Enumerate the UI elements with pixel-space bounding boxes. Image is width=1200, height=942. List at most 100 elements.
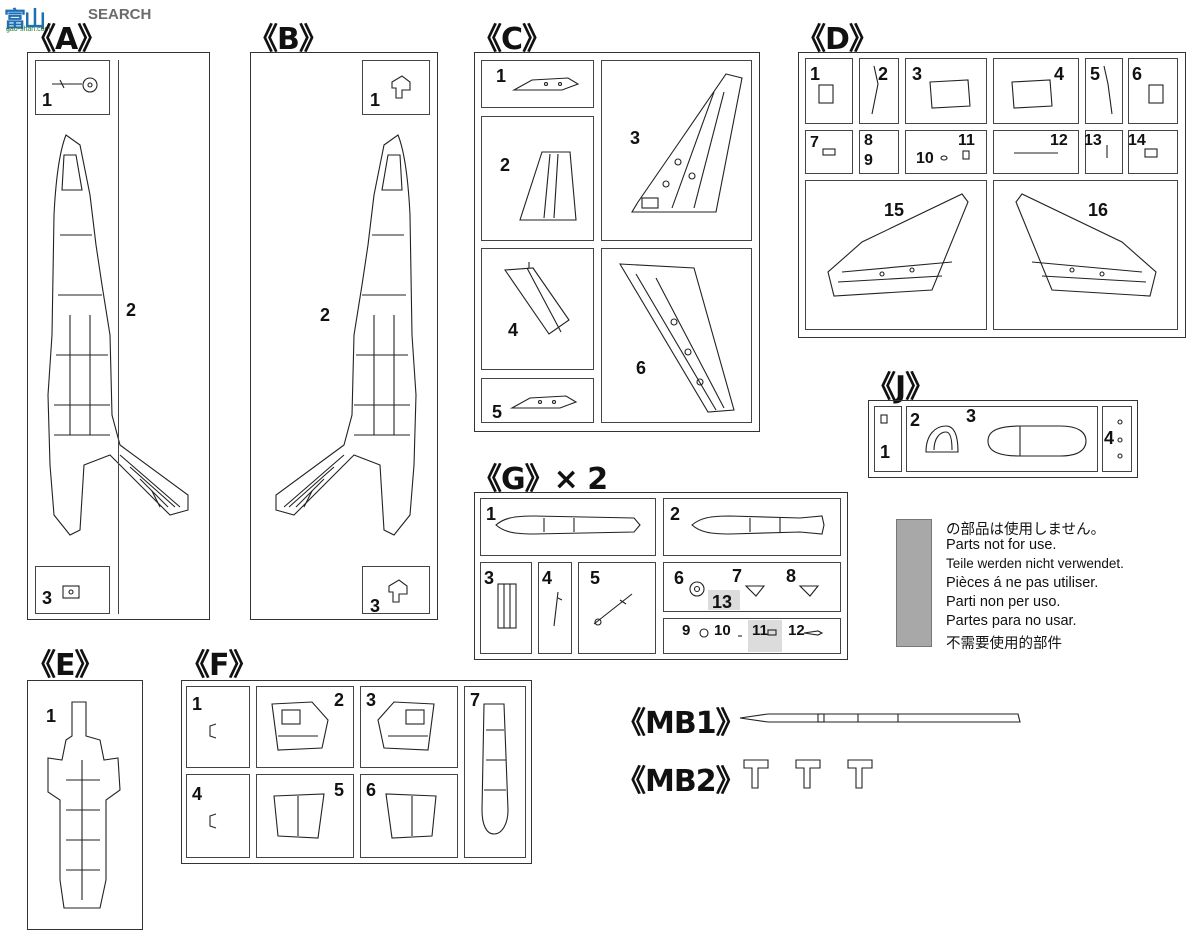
watermark-url: gao-shan.com <box>6 26 51 33</box>
sprue-c-cell-3 <box>601 60 752 241</box>
sprue-d-cell-4 <box>993 58 1079 124</box>
strut-part <box>871 65 879 115</box>
sprue-g-cell-2 <box>663 498 841 556</box>
sprue-f-part-3: 3 <box>366 690 377 710</box>
sprue-d-part-2: 2 <box>878 64 889 84</box>
sprue-g-part-1: 1 <box>486 504 497 524</box>
sprue-d-part-10: 10 <box>916 150 934 167</box>
not-for-use-swatch <box>896 519 932 647</box>
sprue-g-part-4: 4 <box>542 568 553 588</box>
sprue-g-part-2: 2 <box>670 504 681 524</box>
sprue-d-part-7: 7 <box>810 134 819 151</box>
sprue-d-cell-15 <box>805 180 987 330</box>
watermark-brand: SEARCH <box>88 6 152 23</box>
legend-line-zh: 不需要使用的部件 <box>946 636 1062 652</box>
sprue-c-part-1: 1 <box>496 66 507 86</box>
intake-part-3 <box>377 701 435 751</box>
pylon-part <box>497 583 517 629</box>
sprue-d-cell-16 <box>993 180 1178 330</box>
unused-part-13-shade <box>708 590 740 610</box>
sprue-g-part-10: 10 <box>714 622 731 639</box>
sprue-d-part-12: 12 <box>1050 132 1068 149</box>
wheel-part <box>689 581 705 597</box>
fairing-strip-part <box>511 77 580 91</box>
sprue-f-cell-5 <box>256 774 354 858</box>
sprue-d-part-11: 11 <box>958 132 975 149</box>
small-box-part-14 <box>1144 148 1158 158</box>
sprue-g-part-8: 8 <box>786 566 797 586</box>
bracket-part-1 <box>209 723 217 739</box>
sprue-d-part-14: 14 <box>1128 132 1146 149</box>
pin-part-13 <box>1106 145 1108 158</box>
sprue-c-cell-5 <box>481 378 594 423</box>
elevator-part <box>504 262 570 335</box>
sprue-f-label: 《F》 <box>180 648 258 683</box>
sprue-c-cell-6 <box>601 248 752 423</box>
panel-part-6 <box>385 793 437 839</box>
fin-panel-part <box>619 263 735 413</box>
sprue-e-label: 《E》 <box>26 648 104 683</box>
sprue-c-part-2: 2 <box>500 155 511 175</box>
vertical-fin-part <box>631 73 743 213</box>
sprue-d-part-16: 16 <box>1088 200 1109 220</box>
t-bracket-part-2 <box>795 759 821 789</box>
sprue-j-part-3: 3 <box>966 406 977 426</box>
sprue-j-cell-4 <box>1102 406 1132 472</box>
sprue-g-label: 《G》× 2 <box>472 462 608 497</box>
strut-part-5 <box>1103 65 1113 115</box>
sprue-d-cell-12 <box>993 130 1079 174</box>
small-plate-part-6 <box>1148 84 1164 104</box>
fuel-tank-half-part <box>495 515 641 535</box>
panel-part-5 <box>273 793 325 839</box>
sprue-d-part-4: 4 <box>1054 64 1065 84</box>
sprue-g-part-7: 7 <box>732 566 743 586</box>
sprue-d-part-8: 8 <box>864 132 873 149</box>
exhaust-part <box>481 703 509 835</box>
sprue-f-cell-7 <box>464 686 526 858</box>
sprue-f-frame <box>181 680 532 864</box>
fairing-strip-part-5 <box>509 395 578 409</box>
canopy-part <box>987 425 1087 457</box>
sprue-j-part-1: 1 <box>880 442 891 462</box>
sprue-a-part-2: 2 <box>126 300 137 320</box>
fin-part-7 <box>744 585 766 597</box>
missile-part <box>593 593 633 626</box>
watermark: 富山 SEARCH gao-shan.com <box>0 0 170 34</box>
sprue-d-part-9: 9 <box>864 152 873 169</box>
sprue-a-frame <box>27 52 210 620</box>
rod-part-12 <box>1014 152 1058 154</box>
legend-line-en: Parts not for use. <box>946 537 1057 553</box>
sprue-j-part-4: 4 <box>1104 428 1115 448</box>
rudder-part <box>519 151 577 221</box>
sprue-f-cell-4 <box>186 774 250 858</box>
sprue-g-cell-1 <box>480 498 656 556</box>
sprue-d-cell-7 <box>805 130 853 174</box>
sprue-d-frame <box>798 52 1186 338</box>
legend-line-it: Parti non per uso. <box>946 594 1061 610</box>
sprue-d-part-15: 15 <box>884 200 905 220</box>
sprue-b-part-2: 2 <box>320 305 331 325</box>
sprue-f-cell-2 <box>256 686 354 768</box>
cockpit-tub-part <box>47 701 121 909</box>
fuel-tank-half-part-2 <box>691 515 825 535</box>
sprue-j-label: 《J》 <box>866 370 935 405</box>
sprue-f-part-4: 4 <box>192 784 203 804</box>
sprue-g-part-11: 11 <box>752 622 768 639</box>
sprue-mb2-label: 《MB2》 <box>616 764 746 799</box>
sprue-d-part-5: 5 <box>1090 64 1101 84</box>
nose-gear-part <box>52 77 98 93</box>
sprue-f-cell-3 <box>360 686 458 768</box>
unused-part-11-shade <box>748 620 782 652</box>
wing-part-right <box>1015 193 1157 297</box>
tiny-parts-j4 <box>1117 419 1123 459</box>
sprue-f-cell-6 <box>360 774 458 858</box>
sprue-e-frame <box>27 680 143 930</box>
sprue-g-part-5: 5 <box>590 568 601 588</box>
sprue-d-cell-5 <box>1085 58 1123 124</box>
legend-line-ja: の部品は使用しません。 <box>946 522 1106 538</box>
sprue-d-cell-2 <box>859 58 899 124</box>
sprue-j-frame <box>868 400 1138 478</box>
sprue-c-part-6: 6 <box>636 358 647 378</box>
small-bracket-part <box>391 75 411 99</box>
t-bracket-part-1 <box>743 759 769 789</box>
